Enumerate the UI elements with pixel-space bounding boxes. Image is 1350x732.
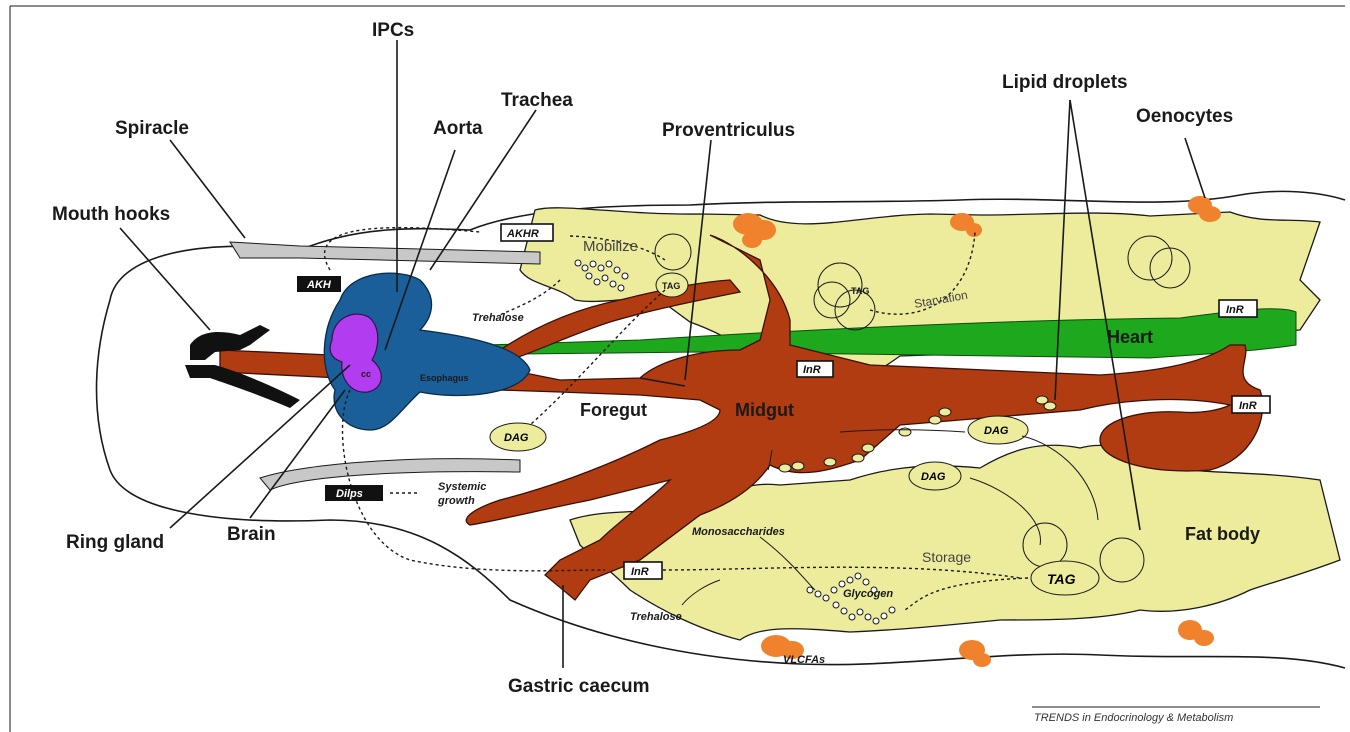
label-systemic-growth-1: Systemic [438, 481, 486, 493]
label-oenocytes: Oenocytes [1136, 106, 1233, 127]
label-trachea: Trachea [501, 90, 573, 111]
label-brain: Brain [227, 524, 276, 545]
label-lipid-droplets: Lipid droplets [1002, 72, 1128, 93]
box-inr-heart: InR [1219, 300, 1257, 317]
label-systemic-growth-2: growth [437, 495, 475, 507]
label-tag-storage: TAG [1047, 571, 1076, 587]
label-aorta: Aorta [433, 118, 483, 139]
label-monosaccharides: Monosaccharides [692, 526, 785, 538]
svg-text:AKH: AKH [306, 279, 332, 291]
box-akhr: AKHR [501, 224, 553, 241]
credit-line: TRENDS in Endocrinology & Metabolism [1034, 712, 1233, 724]
label-glycogen: Glycogen [843, 588, 893, 600]
svg-text:InR: InR [803, 364, 821, 376]
box-dilps: Dilps [325, 485, 383, 501]
label-mouth-hooks: Mouth hooks [52, 204, 170, 225]
label-storage: Storage [922, 549, 971, 565]
label-esophagus: Esophagus [420, 373, 469, 383]
label-trehalose-lower: Trehalose [630, 611, 682, 623]
label-tag-small: TAG [662, 281, 680, 291]
label-cc: cc [361, 369, 371, 379]
label-dag-right: DAG [921, 471, 946, 483]
label-ipcs: IPCs [372, 20, 414, 41]
label-proventriculus: Proventriculus [662, 120, 795, 141]
label-vlcfas: VLCFAs [783, 654, 825, 666]
label-tag-upper: TAG [851, 286, 869, 296]
label-foregut: Foregut [580, 400, 647, 420]
label-midgut: Midgut [735, 400, 794, 420]
box-inr-midgut: InR [797, 361, 833, 377]
label-ring-gland: Ring gland [66, 532, 164, 553]
label-gastric-caecum: Gastric caecum [508, 676, 650, 697]
label-trehalose-upper: Trehalose [472, 312, 524, 324]
svg-text:Dilps: Dilps [336, 488, 363, 500]
svg-text:AKHR: AKHR [506, 228, 539, 240]
svg-text:InR: InR [1239, 400, 1257, 412]
svg-text:InR: InR [631, 566, 649, 578]
label-heart: Heart [1107, 327, 1153, 347]
svg-text:InR: InR [1226, 304, 1244, 316]
label-spiracle: Spiracle [115, 118, 189, 139]
box-akh: AKH [297, 276, 341, 292]
box-inr-fat: InR [624, 562, 662, 579]
label-mobilize: Mobilize [583, 238, 638, 255]
box-inr-gut: InR [1232, 396, 1270, 413]
label-dag-left: DAG [504, 432, 529, 444]
label-dag-mid: DAG [984, 425, 1009, 437]
trachea-upper [230, 242, 540, 264]
label-fat-body: Fat body [1185, 524, 1260, 544]
